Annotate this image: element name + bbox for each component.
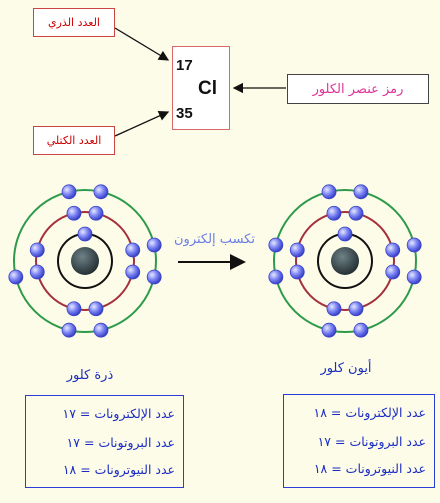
electron <box>289 242 305 258</box>
mass-number-arrow <box>114 111 170 137</box>
mass-number-text: العدد الكتلي <box>46 134 102 147</box>
chlorine-atom <box>8 184 162 338</box>
electron <box>146 237 162 253</box>
nucleus <box>331 247 359 275</box>
electron <box>66 205 82 221</box>
electron <box>385 264 401 280</box>
electron <box>66 301 82 317</box>
atom-electrons-row: عدد الإلكترونات = ١٧ <box>62 406 176 421</box>
electron <box>321 184 337 200</box>
atomic-number-value: 17 <box>176 57 193 74</box>
atom-neutrons-row: عدد النيوترونات = ١٨ <box>62 462 175 477</box>
ion-electrons-row: عدد الإلكترونات = ١٨ <box>313 405 427 420</box>
outer-shell <box>273 189 417 333</box>
electron <box>88 301 104 317</box>
electron <box>321 322 337 338</box>
electron <box>93 322 109 338</box>
ion-protons-row: عدد البروتونات = ١٧ <box>317 434 426 449</box>
electron <box>29 264 45 280</box>
electron <box>88 205 104 221</box>
electron <box>8 269 24 285</box>
electron <box>77 226 93 242</box>
nucleus <box>71 247 99 275</box>
symbol-name-label: رمز عنصر الكلور <box>287 74 429 104</box>
electron <box>125 242 141 258</box>
ion-caption: أيون كلور <box>320 361 372 376</box>
electron <box>385 242 401 258</box>
electron <box>61 322 77 338</box>
ion-info-box: عدد الإلكترونات = ١٨ عدد البروتونات = ١٧… <box>283 394 435 488</box>
electron <box>348 205 364 221</box>
ion-neutrons-row: عدد النيوترونات = ١٨ <box>313 461 426 476</box>
electron <box>353 184 369 200</box>
electron <box>125 264 141 280</box>
atom-info-box: عدد الإلكترونات = ١٧ عدد البروتونات = ١٧… <box>25 395 184 488</box>
electron <box>406 237 422 253</box>
atomic-number-text: العدد الذري <box>48 16 100 29</box>
chloride-ion <box>268 184 422 338</box>
outer-shell <box>13 189 157 333</box>
electron <box>326 301 342 317</box>
atom-protons-row: عدد البروتونات = ١٧ <box>66 435 175 450</box>
middle-shell <box>295 211 395 311</box>
atomic-number-label: العدد الذري <box>33 8 115 37</box>
symbol-name-text: رمز عنصر الكلور <box>312 81 404 97</box>
element-symbol-box: 17 Cl 35 <box>172 46 230 130</box>
atom-caption: ذرة كلور <box>66 368 114 383</box>
atomic-number-arrow <box>114 27 170 61</box>
electron <box>146 269 162 285</box>
electron <box>348 301 364 317</box>
electron <box>268 269 284 285</box>
mass-number-label: العدد الكتلي <box>33 126 115 155</box>
electron <box>268 237 284 253</box>
electron <box>93 184 109 200</box>
electron <box>326 205 342 221</box>
electron <box>289 264 305 280</box>
electron <box>61 184 77 200</box>
element-symbol: Cl <box>198 78 217 99</box>
process-label: تكسب إلكترون <box>174 232 255 247</box>
electron <box>353 322 369 338</box>
electron <box>337 226 353 242</box>
mass-number-value: 35 <box>176 105 193 122</box>
electron <box>29 242 45 258</box>
middle-shell <box>35 211 135 311</box>
electron <box>406 269 422 285</box>
